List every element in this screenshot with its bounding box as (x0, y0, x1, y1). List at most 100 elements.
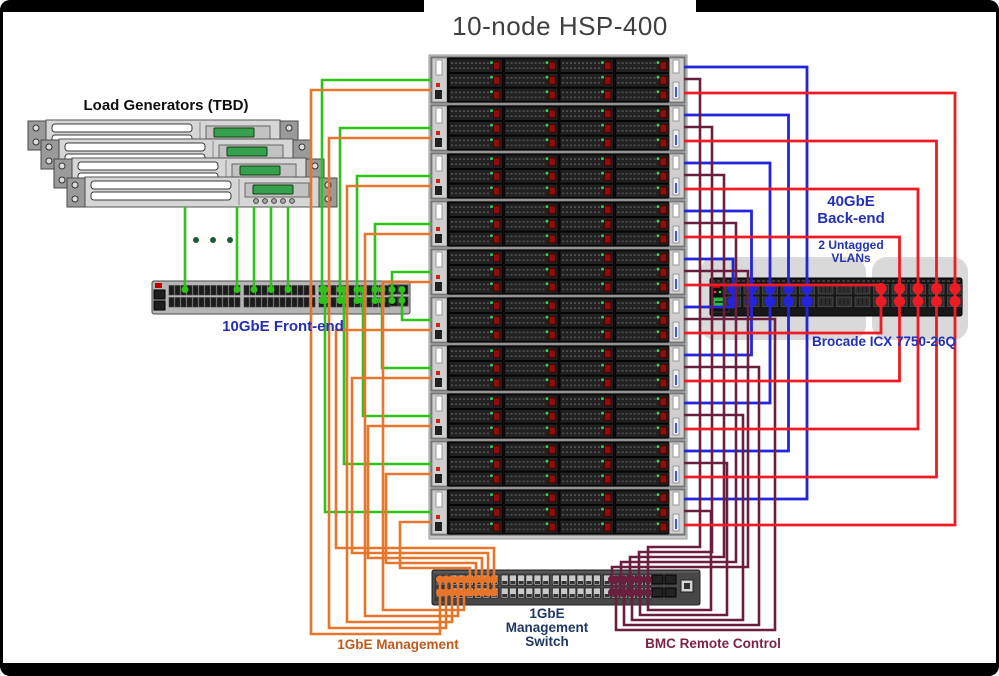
server-node-3 (430, 152, 686, 200)
connector-dot (478, 575, 486, 584)
connector-dot (472, 588, 480, 597)
back-end-label-line2: Back-end (817, 210, 885, 227)
bottom-border-bar (0, 663, 999, 676)
connector-dot (353, 297, 361, 304)
server-node-10 (430, 488, 686, 536)
mgmt-switch-label-line3: Switch (525, 634, 569, 649)
connector-dot (931, 296, 942, 307)
connector-dot (484, 575, 492, 584)
connector-dot (620, 588, 628, 597)
server-node-4 (430, 200, 686, 248)
load-generators-group (27, 119, 338, 208)
connector-dot (193, 237, 199, 243)
connector-dot (949, 296, 961, 307)
cable-green-node-10 (323, 288, 432, 514)
connector-dot (949, 283, 961, 294)
server-node-6 (430, 296, 686, 344)
server-node-5 (430, 248, 686, 296)
connector-dot (284, 286, 292, 293)
connector-dot (764, 296, 776, 307)
connector-dot (894, 296, 905, 307)
cables-1gbe-management (309, 88, 498, 636)
connector-dot (875, 283, 887, 294)
more-generators-ellipsis (193, 237, 233, 243)
cable-red-node-7 (684, 287, 901, 383)
connector-dot (388, 286, 396, 293)
cable-green-node-1 (320, 78, 432, 302)
cable-blue-node-2 (684, 113, 790, 303)
connector-dot (490, 588, 498, 597)
connector-dot (250, 286, 258, 293)
connector-dot (353, 286, 361, 293)
server-node-9 (430, 440, 686, 488)
connector-dot (398, 297, 406, 304)
connector-dot (442, 575, 450, 584)
connector-dot (894, 283, 905, 294)
cable-bmc-node-6 (614, 317, 777, 632)
connector-dot (644, 575, 652, 584)
connector-dot (931, 283, 942, 294)
cables-bmc-remote (608, 77, 777, 632)
cable-bmc-node-7 (622, 365, 761, 627)
mgmt-switch-label-line2: Management (505, 620, 589, 635)
cable-green-node-2 (338, 126, 432, 302)
cable-red-node-1 (684, 91, 957, 303)
connector-dot (478, 588, 486, 597)
title-box: 10-node HSP-400 (424, 0, 696, 46)
cable-green-node-3 (355, 174, 432, 302)
connector-dot (233, 286, 241, 293)
connector-dot (210, 237, 216, 243)
cable-orange-node-4 (363, 232, 460, 618)
cable-orange-node-8 (366, 424, 484, 595)
load-generator-4 (66, 176, 338, 208)
cable-orange-node-9 (384, 472, 478, 595)
connector-dot (628, 575, 636, 584)
mgmt-cables-label: 1GbE Management (337, 637, 459, 652)
connector-dot (371, 286, 379, 293)
vlans-label-line1: 2 Untagged (818, 238, 884, 252)
cable-bmc-node-3 (628, 173, 726, 595)
connector-dot (472, 575, 480, 584)
front-end-switch-label: 10GbE Front-end (222, 318, 344, 335)
connector-dot (267, 286, 275, 293)
cables-40gbe-vlan2 (684, 91, 961, 527)
cable-red-node-8 (684, 287, 920, 431)
connector-dot (466, 575, 474, 584)
connector-dot (448, 588, 456, 597)
mgmt-switch (431, 569, 701, 606)
connector-dot (628, 588, 636, 597)
connector-dot (612, 588, 620, 597)
cable-bmc-node-10 (646, 509, 713, 612)
connector-dot (371, 297, 379, 304)
cable-red-node-3 (684, 187, 920, 303)
mgmt-switch-label-line1: 1GbE (529, 606, 565, 621)
connector-dot (466, 588, 474, 597)
connector-dot (454, 588, 462, 597)
server-node-1 (430, 56, 686, 104)
cable-bmc-node-9 (638, 461, 729, 617)
connector-dot (454, 575, 462, 584)
connector-dot (636, 588, 644, 597)
cable-green-node-4 (373, 222, 432, 302)
bmc-cables-label: BMC Remote Control (645, 636, 781, 651)
server-node-8 (430, 392, 686, 440)
back-end-label-line1: 40GbE (827, 193, 875, 210)
load-generators-label: Load Generators (TBD) (83, 97, 249, 114)
connector-dot (484, 588, 492, 597)
cable-blue-node-4 (684, 209, 753, 303)
cable-red-node-9 (684, 287, 938, 479)
cable-red-node-10 (684, 287, 957, 527)
cable-blue-node-1 (684, 65, 809, 303)
cable-green-node-9 (342, 288, 432, 466)
cable-blue-node-9 (684, 287, 790, 453)
cable-red-node-4 (684, 235, 901, 303)
connector-dot (460, 588, 468, 597)
server-node-7 (430, 344, 686, 392)
connector-dot (181, 286, 189, 293)
connector-dot (490, 575, 498, 584)
connector-dot (620, 575, 628, 584)
cable-orange-node-3 (345, 184, 454, 624)
connector-dot (644, 588, 652, 597)
front-end-switch (151, 280, 411, 315)
